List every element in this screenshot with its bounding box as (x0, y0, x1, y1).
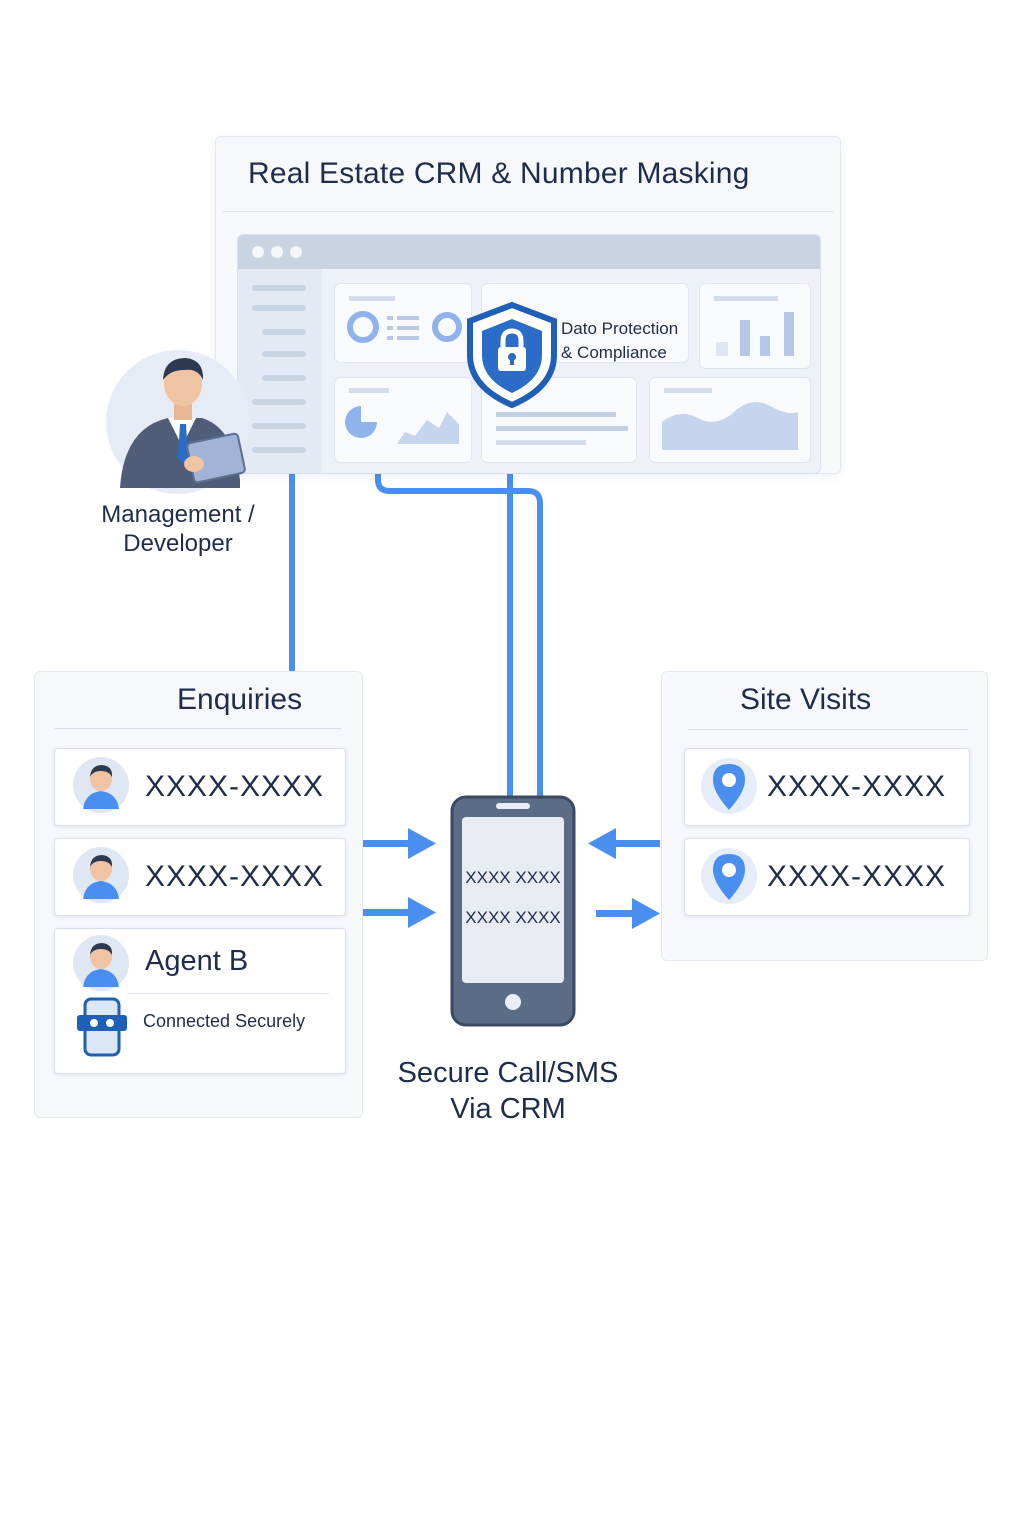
management-label-line2: Developer (123, 530, 233, 557)
data-protection-label: Dato Protection & Compliance (561, 317, 678, 365)
window-title-bar (238, 235, 820, 269)
divider (222, 211, 834, 212)
phone-caption-line2: Via CRM (450, 1093, 566, 1125)
data-protection-line2: & Compliance (561, 343, 667, 362)
donut-icon (347, 296, 462, 343)
pie-chart-card (334, 377, 472, 463)
list-lines (496, 412, 628, 445)
connection-status: Connected Securely (143, 1011, 306, 1031)
window-dot (252, 246, 264, 258)
agent-name: Agent B (145, 945, 249, 977)
area-chart-card (649, 377, 811, 463)
location-pin-icon (701, 758, 757, 814)
window-dot (290, 246, 302, 258)
site-visit-row[interactable]: XXXX-XXXX (684, 748, 970, 826)
area-chart-icon (662, 388, 798, 450)
divider (55, 728, 341, 729)
management-label-line1: Management / (101, 501, 255, 528)
masked-id-icon (77, 997, 127, 1057)
enquiries-title: Enquiries (177, 683, 303, 716)
masked-number: XXXX-XXXX (767, 860, 947, 893)
masked-number: XXXX-XXXX (767, 770, 947, 803)
bar-chart-card (699, 283, 811, 369)
crm-panel: Real Estate CRM & Number Masking (215, 136, 841, 474)
crm-title: Real Estate CRM & Number Masking (248, 157, 750, 190)
arrow-left-icon (588, 828, 660, 859)
person-icon (73, 935, 129, 991)
phone-masked-line1: XXXX XXXX (465, 868, 561, 887)
manager-avatar (106, 350, 250, 494)
location-pin-icon (701, 848, 757, 904)
shield-lock-icon (467, 301, 557, 409)
divider (688, 729, 968, 730)
status-strip (127, 993, 329, 1052)
site-visits-panel: Site Visits XXXX-XXXX XXXX-XXXX (661, 671, 988, 961)
window-dot (271, 246, 283, 258)
dashboard-sidebar (238, 269, 322, 473)
phone-caption: Secure Call/SMS Via CRM (370, 1055, 646, 1127)
enquiry-row[interactable]: XXXX-XXXX (54, 748, 346, 826)
site-visits-title: Site Visits (740, 683, 872, 716)
phone-caption-line1: Secure Call/SMS (397, 1057, 619, 1089)
phone-icon: XXXX XXXX XXXX XXXX (450, 795, 576, 1027)
person-icon (73, 847, 129, 903)
site-visit-row[interactable]: XXXX-XXXX (684, 838, 970, 916)
arrow-right-icon (362, 897, 436, 928)
masked-number: XXXX-XXXX (145, 860, 325, 893)
management-label: Management / Developer (78, 500, 278, 558)
enquiry-row[interactable]: XXXX-XXXX (54, 838, 346, 916)
enquiries-panel: Enquiries XXXX-XXXX XXXX-XXXX (34, 671, 363, 1118)
bar-chart-icon (714, 296, 794, 356)
masked-number: XXXX-XXXX (145, 770, 325, 803)
data-protection-line1: Dato Protection (561, 319, 679, 338)
arrow-right-icon (596, 898, 660, 929)
stats-card (334, 283, 472, 363)
person-icon (120, 358, 246, 488)
pie-chart-icon (345, 388, 459, 444)
arrow-right-icon (362, 828, 436, 859)
phone-masked-line2: XXXX XXXX (465, 908, 561, 927)
person-icon (73, 757, 129, 813)
agent-row[interactable]: Agent B Connected Securely (54, 928, 346, 1074)
